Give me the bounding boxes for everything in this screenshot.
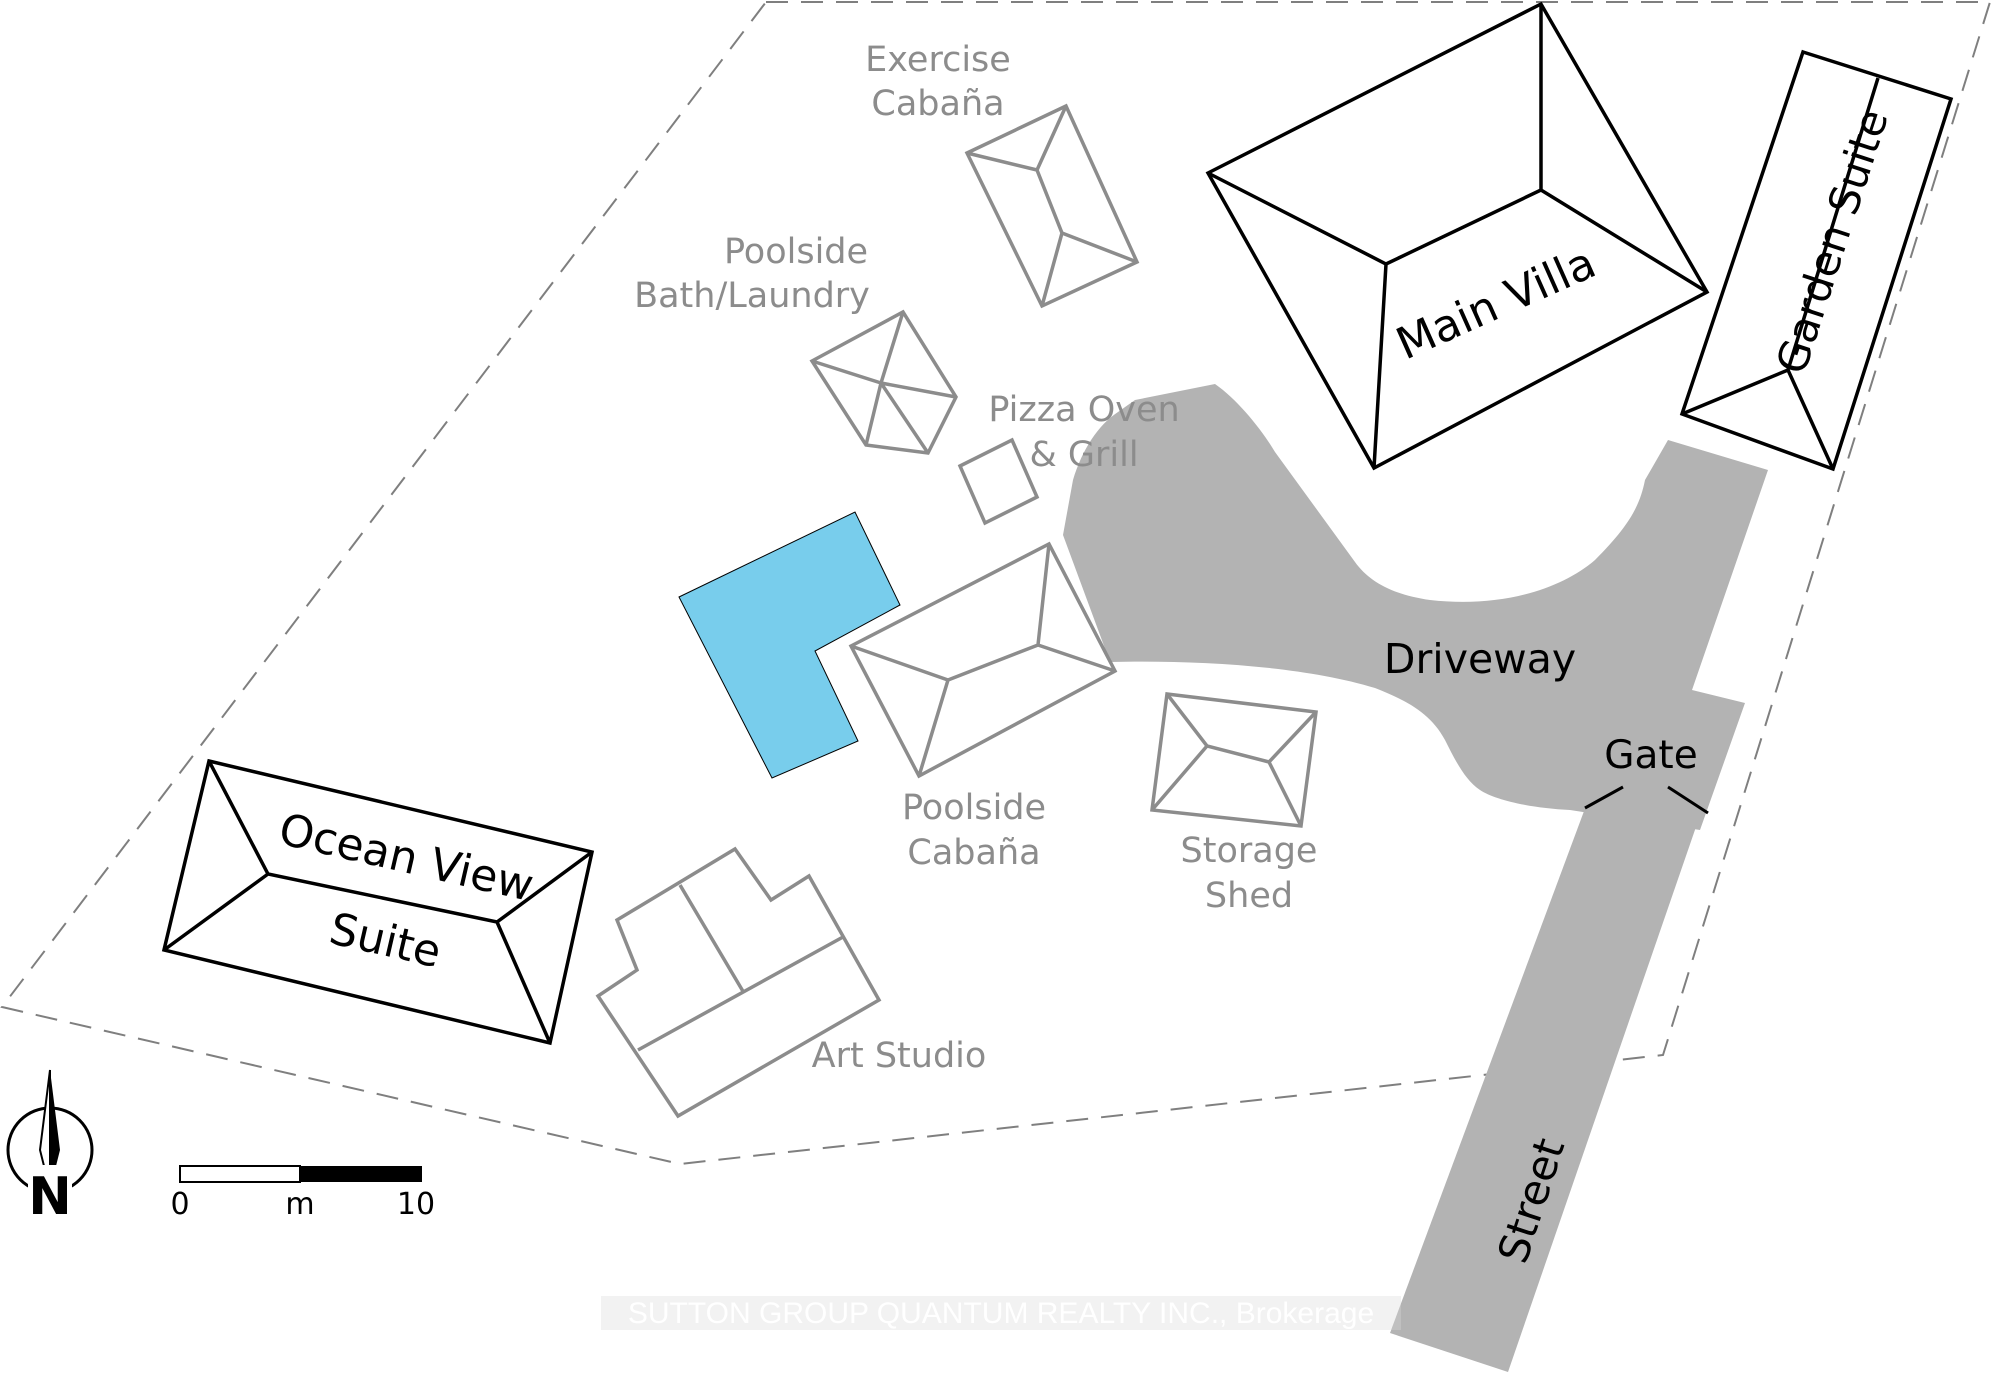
- label-storage-shed-line2: Shed: [1205, 876, 1293, 916]
- label-exercise-cabana-line2: Cabaña: [871, 84, 1004, 124]
- label-art-studio: Art Studio: [812, 1036, 987, 1076]
- watermark-text: SUTTON GROUP QUANTUM REALTY INC., Broker…: [628, 1297, 1374, 1330]
- label-ocean-view-line1: Ocean View: [274, 804, 538, 912]
- label-poolside-cabana-line1: Poolside: [902, 788, 1046, 828]
- label-pizza-oven-line1: Pizza Oven: [988, 390, 1179, 430]
- label-driveway: Driveway: [1384, 635, 1576, 683]
- main-villa-building: [1205, 1, 1710, 471]
- exercise-cabana-building: [964, 103, 1140, 309]
- label-poolside-bath-line2: Bath/Laundry: [634, 276, 870, 316]
- label-main-villa: Main Villa: [1389, 237, 1603, 370]
- label-poolside-bath-line1: Poolside: [724, 232, 868, 272]
- label-storage-shed-line1: Storage: [1181, 831, 1318, 871]
- label-exercise-cabana-line1: Exercise: [865, 40, 1011, 80]
- pool: [678, 511, 901, 779]
- gate-markers: [1584, 785, 1709, 815]
- label-gate: Gate: [1604, 733, 1697, 778]
- label-pizza-oven-line2: & Grill: [1029, 435, 1138, 475]
- scale-bar: 0 m 10: [170, 1165, 435, 1222]
- property-boundary: [0, 1, 1992, 1166]
- scale-end: 10: [397, 1187, 435, 1222]
- driveway-area: [1063, 384, 1768, 830]
- storage-shed-building: [1150, 692, 1318, 828]
- ocean-view-suite-building: [161, 758, 595, 1046]
- garden-suite-building: [1679, 49, 1954, 472]
- label-garden-suite: Garden Suite: [1766, 103, 1897, 379]
- scale-unit: m: [285, 1187, 314, 1222]
- art-studio-building: [595, 846, 882, 1119]
- scale-start: 0: [170, 1187, 189, 1222]
- label-poolside-cabana-line2: Cabaña: [907, 833, 1040, 873]
- label-ocean-view-line2: Suite: [325, 903, 446, 978]
- pizza-oven-grill-building: [957, 437, 1040, 526]
- north-letter: N: [28, 1167, 72, 1227]
- north-arrow-icon: N: [6, 1069, 94, 1227]
- poolside-bath-laundry-building: [809, 309, 959, 455]
- street-road: [1390, 795, 1707, 1372]
- watermark-backdrop: [601, 1296, 1401, 1330]
- poolside-cabana-building: [848, 541, 1118, 779]
